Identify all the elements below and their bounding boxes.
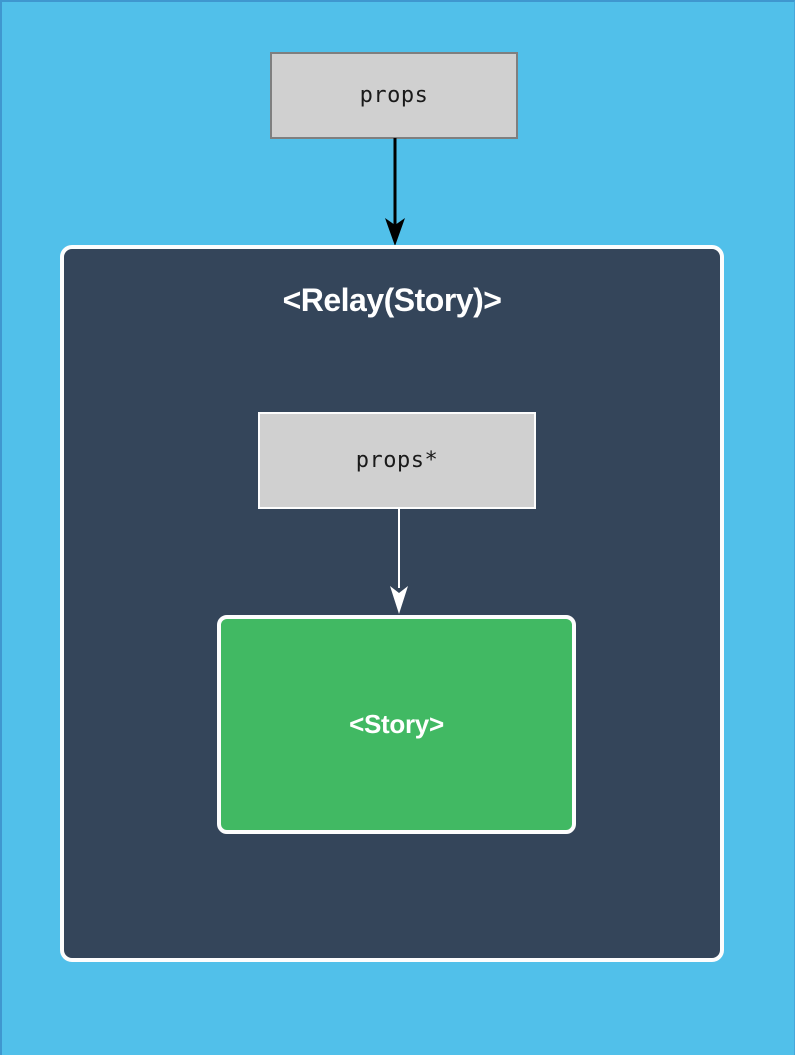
arrow-props-to-relay [385,138,405,246]
story-node[interactable]: <Story> [217,615,576,834]
props-star-node-label: props* [355,448,439,473]
relay-panel-title: <Relay(Story)> [282,282,502,318]
props-node-label: props [359,83,429,108]
props-node[interactable]: props [270,52,518,139]
arrow-props-star-to-story [390,508,408,614]
story-node-label: <Story> [349,709,444,739]
relay-story-panel[interactable]: <Relay(Story)> props* <Story> [60,245,724,962]
props-star-node[interactable]: props* [258,412,536,509]
